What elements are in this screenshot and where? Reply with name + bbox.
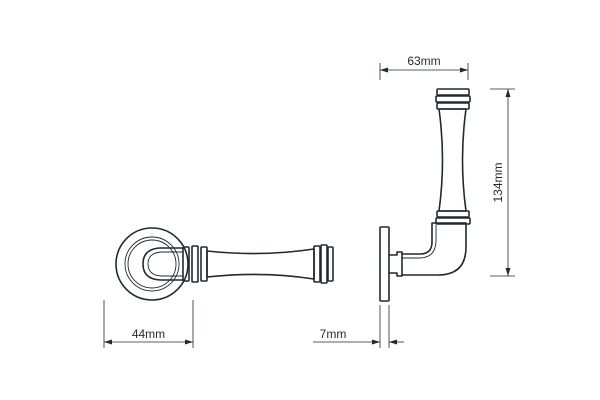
base-collar [388, 251, 403, 277]
lever-elbow [401, 222, 467, 276]
dimension-label-134mm: 134mm [491, 162, 505, 202]
elbow-inner-line [402, 225, 437, 259]
rose-profile [379, 226, 390, 302]
front-collar-ring-2 [191, 245, 199, 283]
lever-neck [142, 247, 184, 281]
dimension-label-44mm: 44mm [132, 327, 165, 341]
front-collar-ring-3 [200, 246, 208, 282]
arrow-left [372, 339, 380, 345]
side-end-ring-1 [436, 102, 470, 110]
front-end-ring-1 [313, 245, 321, 283]
dimension-lever-length: 134mm [490, 88, 515, 277]
arrow-bottom [505, 268, 511, 276]
dimension-projection: 63mm [379, 54, 469, 80]
arrow-left [104, 339, 112, 345]
lever-neck-inner [147, 251, 183, 277]
dimension-label-7mm: 7mm [320, 327, 347, 341]
front-end-ring-2 [320, 244, 328, 284]
arrow-left [380, 67, 388, 73]
side-view [379, 88, 471, 302]
arrow-right [460, 67, 468, 73]
rose-outer [115, 227, 189, 301]
side-shaft [438, 108, 467, 212]
dimension-rose-depth: 7mm [313, 305, 404, 348]
rose-inner-ring-2 [127, 239, 177, 289]
arrow-right [389, 339, 397, 345]
front-end-ring-3 [327, 246, 334, 282]
front-view [115, 227, 334, 301]
arrow-right [185, 339, 193, 345]
front-collar-ring-1 [182, 246, 190, 282]
side-collar-ring-1 [435, 217, 471, 225]
dimension-rose-diameter: 44mm [103, 300, 194, 348]
dimension-label-63mm: 63mm [407, 54, 440, 68]
side-end-ring-3 [436, 88, 470, 96]
rose-inner-ring [124, 236, 180, 292]
side-end-ring-2 [435, 95, 471, 103]
lever-shaft [206, 248, 315, 280]
arrow-top [505, 89, 511, 97]
side-collar-ring-2 [436, 210, 470, 218]
